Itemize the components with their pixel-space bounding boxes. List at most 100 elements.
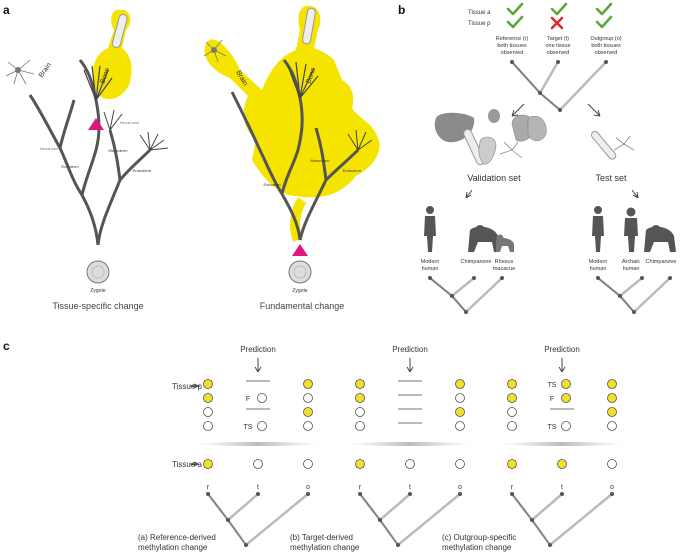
state-circle — [355, 421, 365, 431]
state-circle — [507, 393, 517, 403]
state-circle — [253, 459, 263, 469]
tissue-p-label: Tissue p — [468, 21, 491, 27]
state-circle — [355, 459, 365, 469]
state-circle — [303, 421, 313, 431]
divider-shadow — [500, 442, 624, 446]
state-circle — [561, 379, 571, 389]
caption-tissue-specific: Tissue-specific change — [52, 301, 143, 311]
tree-node — [396, 543, 400, 547]
state-circle — [507, 379, 517, 389]
test-set-title: Test set — [595, 173, 627, 183]
macaque-silhouette — [496, 234, 514, 252]
state-circle — [455, 379, 465, 389]
tree-node — [244, 543, 248, 547]
tissue-a-label: Tissue a — [468, 10, 491, 16]
change-marker-right — [292, 244, 308, 256]
col-ref-line3: observed — [501, 50, 524, 56]
top-phylo-tree — [510, 60, 608, 117]
svg-text:Neural crest: Neural crest — [120, 121, 139, 125]
state-circle — [257, 421, 267, 431]
tree-node — [510, 492, 514, 496]
state-tag: TS — [548, 424, 557, 431]
leaf-label-r: r — [359, 484, 362, 491]
col-out-line3: observed — [595, 50, 618, 56]
neuron-icon — [5, 59, 35, 85]
col-target-line1: Target (t) — [547, 36, 569, 42]
tissue-p-row-label: Tissue p — [172, 382, 202, 391]
prediction-label: Prediction — [240, 345, 276, 354]
chimpanzee-silhouette — [468, 225, 500, 252]
tree-tissue-specific: Neural crest Neural tube — [5, 9, 169, 284]
state-circle — [607, 421, 617, 431]
prediction-label: Prediction — [544, 345, 580, 354]
state-circle — [257, 393, 267, 403]
panel-label-b: b — [398, 3, 405, 17]
check-icon — [506, 2, 524, 16]
tree-node — [358, 492, 362, 496]
tree-fundamental — [203, 5, 380, 284]
left-zygote-label: Zygote — [90, 288, 106, 294]
bone-icon-right — [302, 7, 316, 45]
archaic-human-silhouette — [624, 207, 638, 252]
state-circle — [561, 421, 571, 431]
zygote-icon-right — [288, 260, 312, 284]
state-circle — [455, 459, 465, 469]
test-organs-icon — [590, 130, 635, 160]
state-circle — [507, 421, 517, 431]
test-species-1-line1: Modern — [589, 259, 608, 265]
check-icon — [550, 2, 568, 16]
state-circle — [355, 379, 365, 389]
leaf-label-o: o — [458, 484, 462, 491]
state-circle — [405, 459, 415, 469]
tree-node — [378, 518, 382, 522]
tree-node — [408, 492, 412, 496]
right-zygote-label: Zygote — [292, 288, 308, 294]
state-circle — [203, 407, 213, 417]
test-species-2-line1: Archaic — [622, 259, 641, 265]
test-species-3-line1: Chimpanzee — [646, 259, 677, 265]
state-tag: TS — [548, 382, 557, 389]
bone-icon — [111, 13, 128, 49]
check-icon — [506, 15, 524, 29]
tree-node — [458, 492, 462, 496]
zygote-icon — [86, 260, 110, 284]
human-silhouette — [592, 206, 604, 252]
col-out-line1: Outgroup (o) — [590, 36, 621, 42]
right-mesoderm-label: Mesoderm — [311, 158, 331, 163]
leaf-label-t: t — [561, 484, 563, 491]
state-circle — [355, 393, 365, 403]
state-circle — [303, 379, 313, 389]
tree-branch — [511, 493, 613, 546]
tree-node — [206, 492, 210, 496]
state-circle — [607, 459, 617, 469]
divider-shadow — [348, 442, 472, 446]
val-species-2-line1: Chimpanzee — [461, 259, 492, 265]
state-circle — [455, 393, 465, 403]
col-ref-line1: Reference (r) — [496, 36, 529, 42]
left-endoderm-label: Endoderm — [133, 168, 152, 173]
state-circle — [203, 393, 213, 403]
state-circle — [455, 407, 465, 417]
tree-node — [530, 518, 534, 522]
state-circle — [607, 407, 617, 417]
leaf-label-r: r — [511, 484, 514, 491]
leaf-label-t: t — [257, 484, 259, 491]
right-ectoderm-label: Ectoderm — [263, 182, 281, 187]
tree-node — [560, 492, 564, 496]
state-circle — [303, 393, 313, 403]
prediction-arrow — [254, 358, 262, 373]
state-circle — [203, 459, 213, 469]
tissue-a-row-label: Tissue a — [172, 460, 202, 469]
scenario-caption-line2: methylation change — [290, 543, 360, 552]
right-endoderm-label: Endoderm — [343, 168, 362, 173]
val-species-1-line1: Modern — [421, 259, 440, 265]
svg-text:Neural tube: Neural tube — [40, 147, 58, 151]
state-tag: F — [550, 396, 554, 403]
prediction-label: Prediction — [392, 345, 428, 354]
test-species-1-line2: human — [590, 266, 607, 272]
divider-shadow — [196, 442, 320, 446]
prediction-arrow — [558, 358, 566, 373]
leaf-label-o: o — [306, 484, 310, 491]
left-brain-label: Brain — [38, 62, 53, 79]
